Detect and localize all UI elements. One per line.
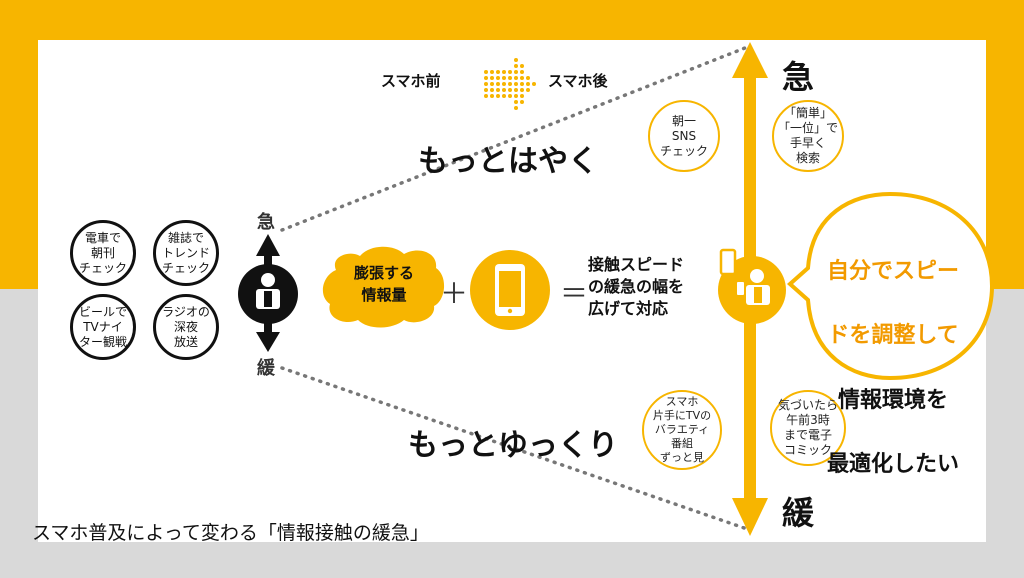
legend-arrow-icon	[484, 58, 536, 110]
person-with-phone-icon	[718, 248, 786, 324]
after-activity-tv-variety: スマホ 片手にTVの バラエティ 番組 ずっと見	[642, 390, 722, 470]
speech-bubble	[786, 191, 995, 381]
before-activity-magazine-trend: 雑誌で トレンド チェック	[153, 220, 219, 286]
right-axis-slow-label: 緩	[782, 494, 815, 532]
person-icon-before	[238, 264, 298, 324]
before-activity-train-newspaper: 電車で 朝刊 チェック	[70, 220, 136, 286]
after-activity-e-comics: 気づいたら 午前3時 まで電子 コミック	[770, 390, 846, 466]
before-activity-tv-night-game: ビールで TVナイ ター観戦	[70, 294, 136, 360]
left-speed-arrow	[256, 234, 280, 352]
legend-before-label: スマホ前	[381, 72, 441, 90]
left-axis-fast-label: 急	[257, 212, 275, 233]
contact-speed-text: 接触スピード の緩急の幅を 広げて対応	[588, 255, 685, 318]
dotted-line-lower	[280, 366, 752, 532]
legend-after-label: スマホ後	[548, 72, 608, 90]
headline-faster: もっとはやく	[418, 144, 598, 179]
equals-sign: ＝	[560, 277, 589, 310]
expanding-info-label: 膨張する 情報量	[353, 264, 414, 304]
bubble-text: 自分でスピー ドを調整して 情報環境を 最適化したい	[808, 224, 978, 512]
bubble-line-2: ドを調整して	[827, 323, 959, 348]
left-axis-slow-label: 緩	[257, 358, 275, 379]
headline-slower: もっとゆっくり	[408, 428, 618, 463]
smartphone-icon	[470, 250, 550, 330]
bubble-line-3: 情報環境を	[837, 387, 948, 413]
after-activity-quick-search: 「簡単」 「一位」で 手早く 検索	[772, 100, 844, 172]
plus-sign: ＋	[440, 277, 469, 310]
info-cloud	[322, 246, 445, 328]
before-activity-late-night-radio: ラジオの 深夜 放送	[153, 294, 219, 360]
bubble-line-4: 最適化したい	[826, 451, 959, 477]
after-activity-morning-sns: 朝一 SNS チェック	[648, 100, 720, 172]
right-axis-fast-label: 急	[782, 58, 815, 96]
diagram-caption: スマホ普及によって変わる「情報接触の緩急」	[32, 522, 429, 544]
bubble-line-1: 自分でスピー	[826, 259, 959, 284]
